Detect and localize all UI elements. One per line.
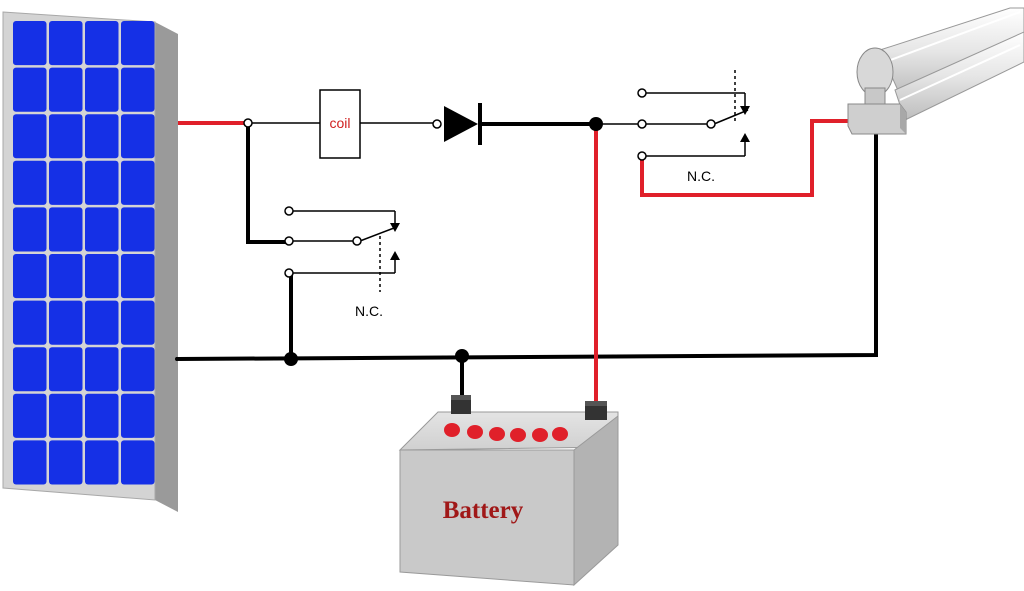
battery-negative-terminal [451, 395, 471, 414]
right-relay-arrow-down [740, 106, 750, 115]
junction-dots [175, 117, 603, 366]
right-relay-arrow-up [740, 133, 750, 142]
solar-cell [49, 207, 83, 252]
ground-bus-wire [175, 128, 878, 362]
solar-cell [49, 347, 83, 392]
solar-cell [13, 160, 47, 205]
solar-cell [49, 160, 83, 205]
solar-cell [13, 254, 47, 299]
battery-vent-caps [444, 423, 568, 442]
relay-coil-icon: coil [319, 89, 361, 159]
solar-cell [49, 21, 83, 66]
solar-cell [13, 347, 47, 392]
solar-cell [121, 300, 155, 345]
fluorescent-lamp-icon [847, 7, 1024, 135]
solar-cell [49, 440, 83, 485]
battery-label: Battery [443, 497, 524, 524]
solar-cell [49, 254, 83, 299]
solar-cell [85, 67, 119, 112]
solar-cell [121, 254, 155, 299]
solar-cell [85, 160, 119, 205]
nc-label-left: N.C. [355, 303, 383, 319]
solar-cell [85, 114, 119, 159]
solar-cell [13, 67, 47, 112]
negative-wires [175, 121, 878, 402]
battery-icon: Battery [398, 395, 619, 587]
solar-cell [121, 67, 155, 112]
solar-cell [121, 207, 155, 252]
solar-cell [85, 393, 119, 438]
solar-cell [49, 300, 83, 345]
signal-lines [250, 70, 749, 292]
solar-cell [49, 393, 83, 438]
solar-cell [121, 21, 155, 66]
diode-icon [444, 103, 482, 145]
battery-positive-terminal [585, 401, 607, 420]
solar-cell [13, 114, 47, 159]
solar-cell [13, 21, 47, 66]
solar-cell [85, 21, 119, 66]
left-relay-arrow-up [390, 251, 400, 260]
solar-cell [121, 393, 155, 438]
nc-label-right: N.C. [687, 168, 715, 184]
solar-cell [13, 207, 47, 252]
solar-cell [85, 300, 119, 345]
solar-cell [85, 207, 119, 252]
solar-cell [121, 440, 155, 485]
solar-cell [49, 67, 83, 112]
relay-terminals [243, 88, 716, 278]
relay-arrows [390, 106, 750, 260]
positive-wires [178, 119, 850, 405]
solar-cell [121, 160, 155, 205]
solar-cell [121, 347, 155, 392]
coil-label: coil [329, 115, 350, 131]
panel-feed-to-relay-wire [246, 121, 288, 244]
load-positive-wire [640, 119, 850, 197]
solar-cell [49, 114, 83, 159]
solar-panel-icon [2, 11, 178, 512]
solar-cell [121, 114, 155, 159]
left-relay-arrow-down [390, 223, 400, 232]
solar-cell [13, 440, 47, 485]
solar-cell [85, 347, 119, 392]
solar-cell [13, 393, 47, 438]
solar-cell [85, 254, 119, 299]
solar-cell [13, 300, 47, 345]
solar-cell [85, 440, 119, 485]
solar-panel-cells [13, 21, 155, 485]
